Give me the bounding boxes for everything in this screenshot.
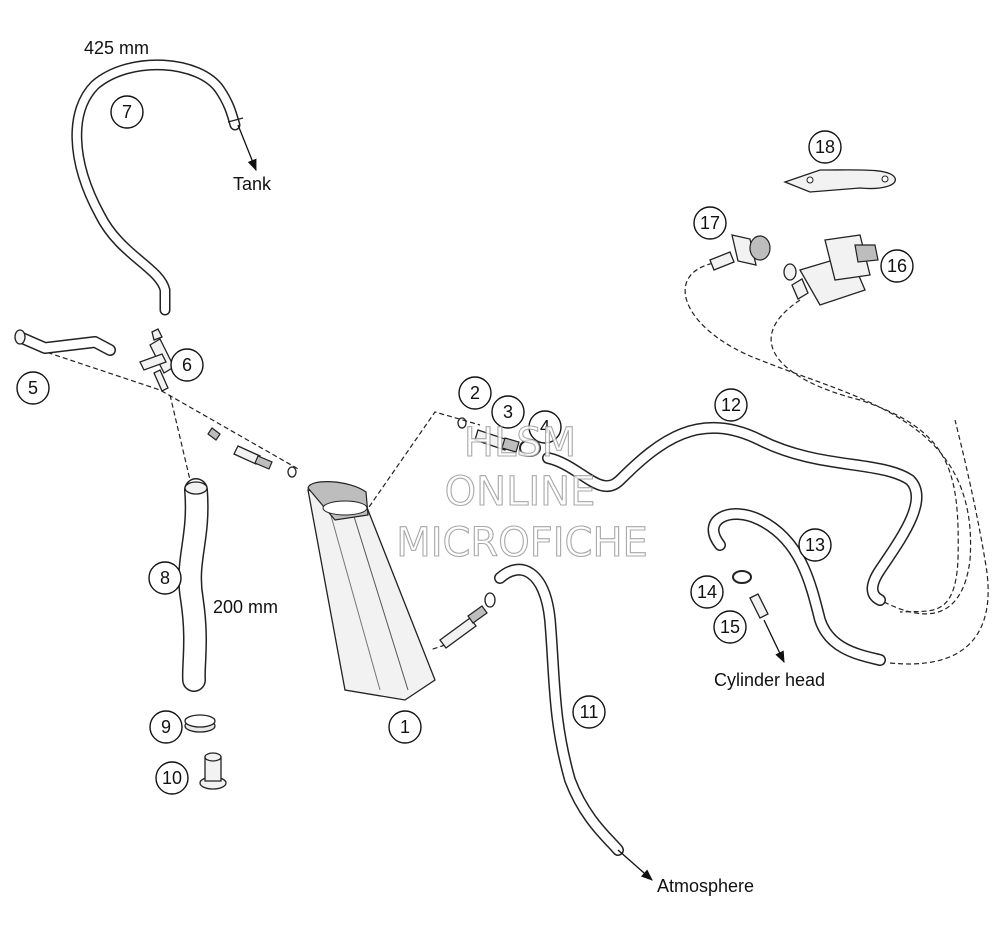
assembly-lines: [39, 261, 989, 665]
callout-17: 17: [693, 206, 727, 240]
callout-4: 4: [528, 410, 562, 444]
callout-10: 10: [155, 761, 189, 795]
part-10-cap: [199, 752, 227, 790]
svg-text:1: 1: [400, 717, 410, 737]
part-5-elbow: [14, 329, 116, 356]
svg-text:HLSM: HLSM: [464, 420, 576, 466]
hose-13: [707, 508, 886, 666]
svg-text:14: 14: [697, 582, 717, 602]
svg-text:12: 12: [721, 395, 741, 415]
callout-2: 2: [458, 376, 492, 410]
callout-1: 1: [388, 710, 422, 744]
callout-12: 12: [714, 388, 748, 422]
hose-8-length-label: 200 mm: [213, 597, 278, 617]
callout-18: 18: [808, 130, 842, 164]
part-9-clamp: [184, 714, 216, 733]
left-fittings: [207, 427, 297, 478]
callout-9: 9: [149, 710, 183, 744]
part-18-bracket: [783, 169, 896, 193]
svg-text:MICROFICHE: MICROFICHE: [396, 520, 648, 566]
callout-14: 14: [690, 575, 724, 609]
hose-12: [542, 421, 923, 606]
parts-14-15: [732, 570, 785, 664]
hose-8: [178, 478, 209, 692]
tank-label: Tank: [233, 174, 272, 194]
part-16-valve: [783, 234, 879, 306]
svg-text:6: 6: [182, 355, 192, 375]
parts-2-3-4: [457, 417, 541, 457]
hose-11: [439, 563, 653, 881]
callout-8: 8: [148, 561, 182, 595]
watermark: HLSM ONLINE MICROFICHE: [396, 419, 649, 566]
svg-text:2: 2: [470, 383, 480, 403]
svg-text:13: 13: [805, 535, 825, 555]
hose-7-length-label: 425 mm: [84, 38, 149, 58]
callout-11: 11: [572, 695, 606, 729]
svg-text:17: 17: [700, 213, 720, 233]
part-17-connector: [709, 234, 771, 271]
callout-6: 6: [170, 348, 204, 382]
svg-text:11: 11: [580, 702, 599, 722]
svg-text:5: 5: [28, 378, 38, 398]
svg-text:16: 16: [887, 256, 907, 276]
svg-text:18: 18: [815, 137, 835, 157]
svg-text:15: 15: [720, 617, 740, 637]
svg-text:8: 8: [160, 568, 170, 588]
svg-text:10: 10: [162, 768, 182, 788]
callout-16: 16: [880, 249, 914, 283]
hose-7: [71, 59, 257, 316]
callout-15: 15: [713, 610, 747, 644]
callout-13: 13: [798, 528, 832, 562]
svg-text:4: 4: [540, 417, 550, 437]
part-6-tee: [139, 328, 175, 392]
callout-7: 7: [110, 95, 144, 129]
atmosphere-label: Atmosphere: [657, 876, 754, 896]
svg-text:3: 3: [503, 402, 513, 422]
svg-text:9: 9: [161, 717, 171, 737]
callout-5: 5: [16, 371, 50, 405]
part-1-canister: [307, 481, 436, 701]
cylinder-head-label: Cylinder head: [714, 670, 825, 690]
svg-text:7: 7: [122, 102, 132, 122]
callout-3: 3: [491, 395, 525, 429]
svg-text:ONLINE: ONLINE: [445, 469, 596, 515]
